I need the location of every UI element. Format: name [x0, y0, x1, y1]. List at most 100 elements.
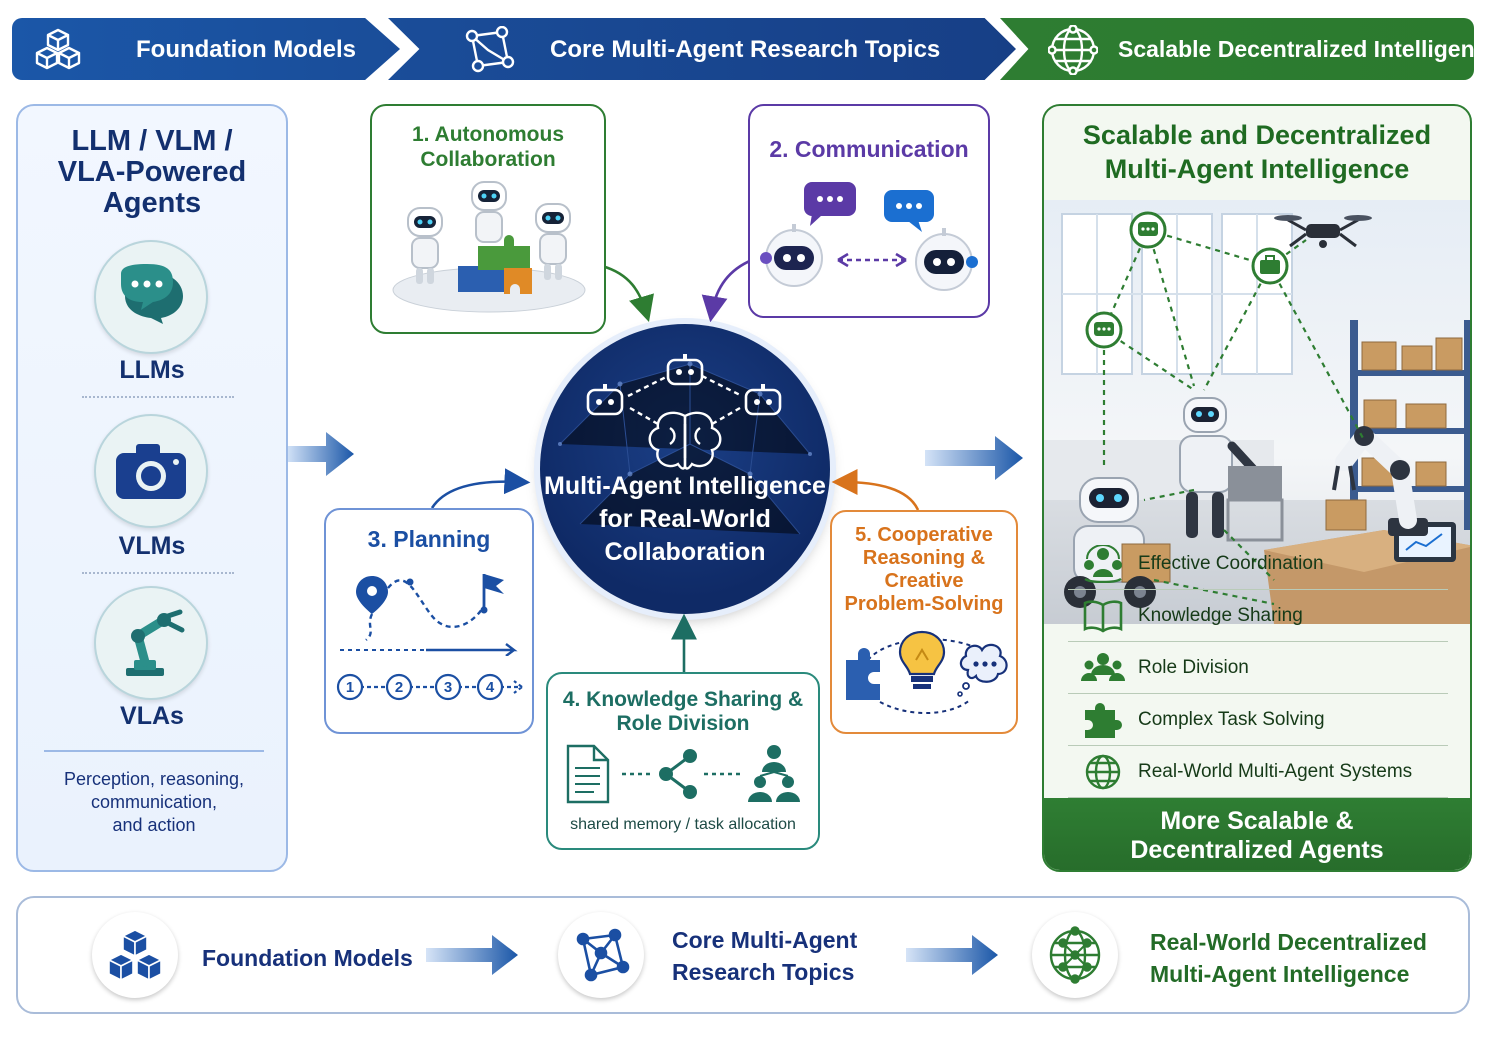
status-node-chat-icon — [1129, 211, 1167, 249]
header-step-scalable-intelligence: Scalable Decentralized Intelligence — [1000, 18, 1474, 80]
flow-step-label: Research Topics — [672, 959, 855, 985]
step-sequence: 1 2 3 4 — [336, 673, 523, 701]
header-step-core-topics: Core Multi-Agent Research Topics — [388, 18, 1016, 80]
team-icon — [748, 745, 800, 802]
shared-memory-icon — [566, 744, 800, 804]
team-icon — [1068, 651, 1138, 685]
camera-icon — [94, 414, 208, 528]
feature-row: Complex Task Solving — [1068, 694, 1448, 746]
puzzle-piece-icon — [846, 648, 880, 700]
route-plan-icon — [340, 574, 518, 656]
hub-title-line: Collaboration — [604, 538, 766, 566]
panel-title-line: Agents — [102, 187, 202, 219]
coordination-icon — [1068, 544, 1138, 583]
divider — [82, 572, 234, 574]
robot-icon — [1179, 397, 1284, 542]
brain-icon — [648, 411, 722, 470]
feature-row: Real-World Multi-Agent Systems — [1068, 746, 1448, 798]
panel-footer-line: and action — [112, 815, 196, 835]
foundation-agents-panel: LLM / VLM / VLA-Powered Agents LLMs VLMs… — [16, 104, 288, 872]
feature-label: Complex Task Solving — [1138, 708, 1325, 730]
chat-bubbles-icon — [94, 240, 208, 354]
panel-footer-banner: More Scalable & Decentralized Agents — [1044, 798, 1470, 870]
feature-label: Real-World Multi-Agent Systems — [1138, 760, 1413, 782]
panel-title-line: Scalable and Decentralized — [1082, 120, 1432, 150]
feature-row: Knowledge Sharing — [1068, 590, 1448, 642]
robot-head-icon — [915, 228, 978, 291]
connector-arrows — [430, 258, 920, 672]
flow-step-label: Real-World Decentralized — [1150, 929, 1427, 955]
robot-icon — [471, 181, 507, 243]
topic-autonomous-collaboration: 1. Autonomous Collaboration — [370, 104, 606, 334]
flow-arrow-right-icon — [288, 432, 354, 476]
panel-title-line: Multi-Agent Intelligence — [1104, 154, 1410, 184]
robots-puzzle-icon — [392, 181, 586, 313]
robot-icon — [407, 207, 443, 284]
topic-title-line: Reasoning & — [862, 547, 986, 569]
llms-label: LLMs — [119, 356, 185, 384]
hub-title-line: Multi-Agent Intelligence — [544, 472, 826, 500]
document-icon — [566, 744, 610, 804]
globe-network-icon — [1032, 912, 1118, 998]
scalable-intelligence-panel: Scalable and Decentralized Multi-Agent I… — [1042, 104, 1472, 872]
topic-title-line: Role Division — [616, 712, 750, 735]
chat-bubble-icon — [804, 182, 856, 226]
ideation-icon — [846, 630, 1008, 714]
topic-title-line: 2. Communication — [769, 136, 969, 162]
robot-arm-icon — [1325, 426, 1428, 536]
feature-row: Role Division — [1068, 642, 1448, 694]
flow-arrow-right-icon — [906, 935, 998, 975]
topic-knowledge-sharing: 4. Knowledge Sharing & Role Division sha… — [546, 672, 820, 850]
puzzle-icon — [1068, 702, 1138, 738]
network-mesh-icon — [558, 354, 812, 535]
flow-arrow-right-icon — [925, 436, 1023, 480]
thought-cloud-icon — [957, 643, 1008, 697]
vlms-label: VLMs — [118, 532, 186, 560]
vlas-label: VLAs — [120, 702, 184, 730]
robots-chatting-icon — [760, 182, 978, 291]
header-step-label: Core Multi-Agent Research Topics — [550, 36, 941, 63]
cubes-icon — [34, 28, 82, 77]
globe-icon — [1068, 753, 1138, 791]
robot-icon — [535, 203, 571, 280]
step-number: 3 — [444, 679, 452, 696]
divider — [82, 396, 234, 398]
knowledge-caption: shared memory / task allocation — [570, 816, 796, 833]
lightbulb-icon — [898, 630, 946, 689]
header-step-foundation-models: Foundation Models — [12, 18, 400, 80]
feature-label: Effective Coordination — [1138, 552, 1324, 574]
panel-title-line: VLA-Powered — [57, 156, 247, 188]
drone-icon — [1274, 215, 1372, 248]
feature-row: Effective Coordination — [1068, 538, 1448, 590]
status-node-briefcase-icon — [1251, 247, 1289, 285]
flow-arrow-right-icon — [426, 935, 518, 975]
topic-planning: 3. Planning 1 2 3 4 — [324, 508, 534, 734]
panel-footer-line: communication, — [90, 792, 218, 812]
step-number: 4 — [486, 679, 495, 696]
feature-label: Knowledge Sharing — [1138, 604, 1303, 626]
divider — [44, 750, 264, 752]
topic-title-line: 3. Planning — [367, 526, 491, 552]
robot-head-icon — [760, 224, 823, 287]
flow-step-label: Core Multi-Agent — [672, 927, 858, 953]
topic-title-line: 5. Cooperative — [855, 524, 993, 546]
share-icon — [659, 749, 697, 799]
feature-label: Role Division — [1138, 656, 1249, 678]
step-number: 1 — [346, 679, 354, 696]
panel-title-line: LLM / VLM / — [71, 125, 233, 157]
topic-cooperative-reasoning: 5. Cooperative Reasoning & Creative Prob… — [830, 510, 1018, 734]
flow-step-label: Multi-Agent Intelligence — [1150, 961, 1410, 987]
header-step-label: Foundation Models — [136, 36, 356, 63]
step-number: 2 — [395, 679, 403, 696]
status-node-chat-icon — [1085, 311, 1123, 349]
topic-title-line: Creative — [884, 570, 964, 592]
topic-title-line: Problem-Solving — [844, 593, 1004, 615]
footer-line: More Scalable & — [1160, 807, 1354, 835]
chat-bubble-icon — [884, 190, 934, 232]
book-icon — [1068, 599, 1138, 633]
topic-title-line: 1. Autonomous — [411, 123, 565, 146]
footer-line: Decentralized Agents — [1130, 836, 1384, 864]
panel-footer-line: Perception, reasoning, — [63, 769, 245, 789]
central-hub: Multi-Agent Intelligence for Real-World … — [540, 324, 830, 614]
header-step-label: Scalable Decentralized Intelligence — [1118, 36, 1491, 62]
